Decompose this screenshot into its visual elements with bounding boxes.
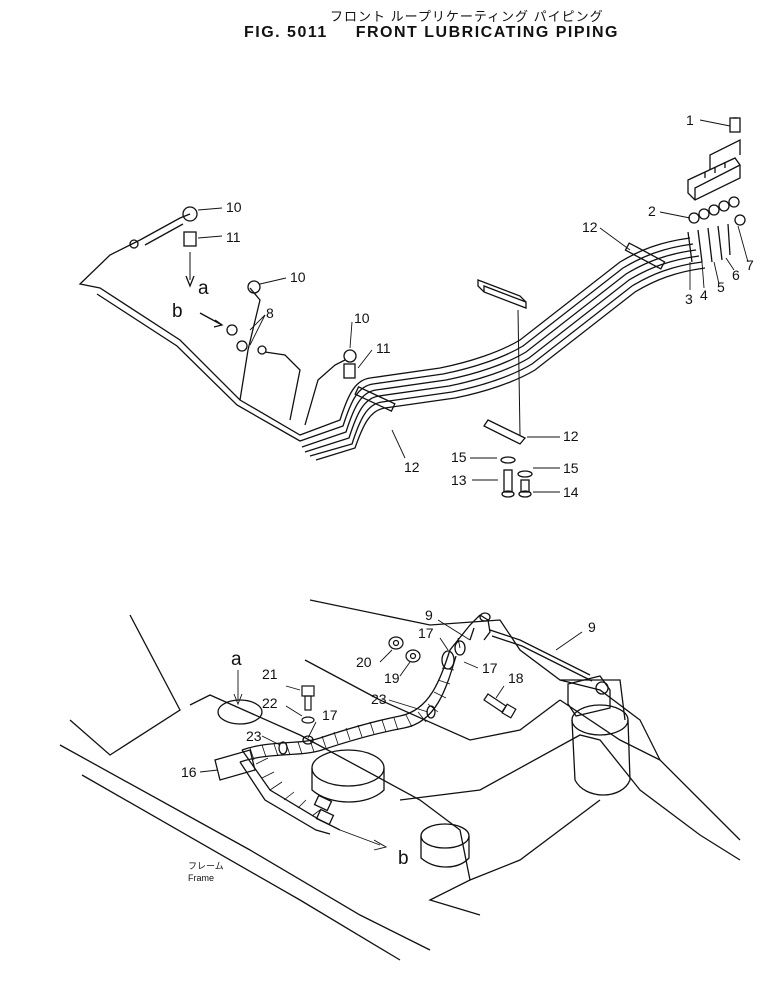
title-japanese: フロント ループリケーティング パイピング <box>330 9 604 24</box>
ref-marker-a-top: a <box>198 278 209 299</box>
part-number-labels: 1 2 3 4 5 6 7 8 9 9 10 10 10 11 11 12 12… <box>181 112 754 780</box>
fitting-8-group <box>199 280 267 355</box>
lower-frame-assembly <box>59 599 741 961</box>
label-part-22: 22 <box>262 695 278 711</box>
label-part-15-b: 15 <box>563 460 579 476</box>
ref-marker-b-bottom: b <box>398 848 409 869</box>
frame-label-english: Frame <box>188 873 214 883</box>
frame-caption: フレーム Frame <box>188 861 224 883</box>
pipe-clamps <box>354 242 666 445</box>
reference-markers: a b a b <box>172 278 409 869</box>
middle-elbow-fitting <box>343 349 357 379</box>
label-part-15-a: 15 <box>451 449 467 465</box>
label-part-10-a: 10 <box>226 199 242 215</box>
label-part-11-a: 11 <box>226 229 241 245</box>
label-part-7: 7 <box>746 257 754 273</box>
left-elbow-fitting <box>129 206 198 288</box>
label-part-3: 3 <box>685 291 693 307</box>
frame-label-japanese: フレーム <box>188 861 224 871</box>
upper-piping-assembly <box>78 117 746 498</box>
fittings-row <box>687 196 746 263</box>
label-part-13: 13 <box>451 472 467 488</box>
label-part-9-a: 9 <box>425 607 433 623</box>
label-part-4: 4 <box>700 287 708 303</box>
label-part-14: 14 <box>563 484 579 500</box>
label-part-6: 6 <box>732 267 740 283</box>
label-part-20: 20 <box>356 654 372 670</box>
label-part-11-b: 11 <box>376 340 391 356</box>
label-part-12-b: 12 <box>404 459 420 475</box>
label-part-17-a: 17 <box>418 625 434 641</box>
label-part-5: 5 <box>717 279 725 295</box>
figure-title: FIG. 5011 FRONT LUBRICATING PIPING <box>244 24 619 42</box>
label-part-10-c: 10 <box>354 310 370 326</box>
label-part-19: 19 <box>384 670 400 686</box>
lower-fasteners <box>301 636 517 724</box>
label-part-17-b: 17 <box>482 660 498 676</box>
label-part-1: 1 <box>686 112 694 128</box>
label-part-10-b: 10 <box>290 269 306 285</box>
label-part-9-b: 9 <box>588 619 596 635</box>
lower-leader-lines <box>199 619 583 851</box>
bolts-and-washers <box>500 456 533 498</box>
lower-hose-assembly <box>214 612 593 835</box>
label-part-23-b: 23 <box>371 691 387 707</box>
ref-marker-a-bottom: a <box>231 649 242 670</box>
label-part-17-c: 17 <box>322 707 338 723</box>
label-part-16: 16 <box>181 764 197 780</box>
label-part-18: 18 <box>508 670 524 686</box>
label-part-12-c: 12 <box>563 428 579 444</box>
distribution-manifold <box>687 117 741 201</box>
ref-marker-b-top: b <box>172 301 183 322</box>
label-part-2: 2 <box>648 203 656 219</box>
figure-title-english: FRONT LUBRICATING PIPING <box>355 24 619 41</box>
label-part-12-a: 12 <box>582 219 598 235</box>
label-part-23-a: 23 <box>246 728 262 744</box>
label-part-8: 8 <box>266 305 274 321</box>
pipe-bundle <box>78 213 706 461</box>
figure-number: FIG. 5011 <box>244 24 328 41</box>
label-part-21: 21 <box>262 666 278 682</box>
upper-leader-lines <box>197 119 749 493</box>
